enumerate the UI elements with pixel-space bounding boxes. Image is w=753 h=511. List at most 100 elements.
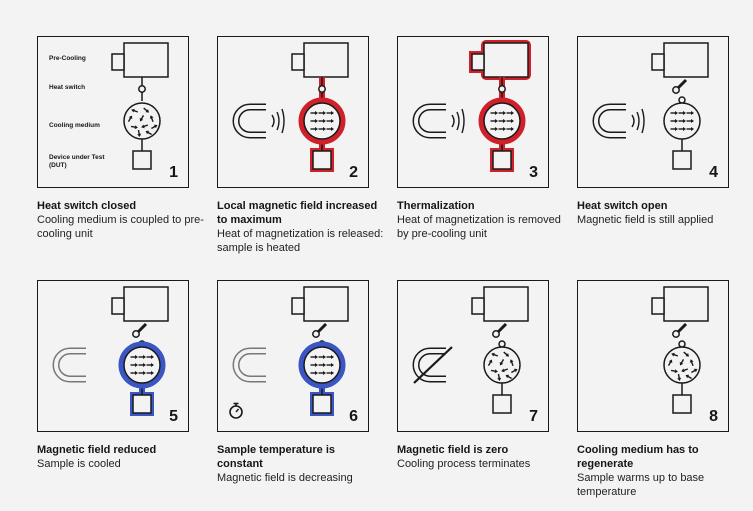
step-number: 7 (529, 408, 538, 425)
spin-arrow (138, 355, 146, 359)
caption-title: Heat switch closed (37, 200, 137, 212)
spin-arrow (686, 111, 694, 115)
spin-arrow (681, 368, 689, 373)
spin-arrow (501, 368, 509, 373)
pre-cooling-unit (111, 42, 169, 78)
label-dut-line2: (DUT) (49, 162, 67, 169)
heat-switch (672, 322, 688, 348)
spin-arrow (503, 351, 510, 357)
caption-title: Cooling medium has to regenerate (577, 444, 699, 470)
spin-arrow (498, 127, 506, 131)
label-dut: Device under Test (DUT) (49, 154, 105, 170)
spin-arrow (146, 371, 154, 375)
spin-arrow (146, 355, 154, 359)
spin-arrow (498, 119, 506, 123)
cooling-medium (298, 341, 346, 389)
device-under-test (492, 383, 512, 414)
step-number: 3 (529, 164, 538, 181)
spin-arrow (130, 125, 138, 130)
spin-arrow (670, 369, 678, 374)
spin-arrow (131, 108, 139, 113)
apparatus-diagram-5 (52, 286, 169, 416)
spin-arrow (677, 373, 682, 381)
caption-step-7: Magnetic field is zero Cooling process t… (397, 443, 567, 471)
caption-description: Sample is cooled (37, 458, 121, 470)
device-under-test (672, 139, 692, 170)
spin-arrow (490, 111, 498, 115)
spin-arrow (149, 115, 154, 123)
caption-description: Heat of magnetization is removed by pre-… (397, 214, 561, 240)
spin-arrow (326, 371, 334, 375)
spin-arrow (686, 119, 694, 123)
apparatus-diagram-1 (111, 42, 169, 170)
panel-step-7: 7 (397, 280, 549, 432)
device-under-test (672, 383, 692, 414)
caption-description: Cooling process terminates (397, 458, 531, 470)
spin-arrow (678, 111, 686, 115)
spin-arrow (310, 355, 318, 359)
spin-arrow (509, 359, 514, 367)
caption-title: Sample temperature is constant (217, 444, 335, 470)
spin-arrow (505, 374, 512, 380)
device-under-test (490, 139, 514, 172)
panel-step-4: 4 (577, 36, 729, 188)
magnet-icon (52, 347, 86, 383)
spin-arrow (506, 119, 514, 123)
spin-arrow (127, 115, 133, 122)
field-waves (631, 108, 645, 134)
caption-title: Local magnetic field increased to maximu… (217, 200, 378, 226)
apparatus-diagram-7 (412, 286, 529, 414)
spin-arrow (130, 371, 138, 375)
cooling-medium (118, 341, 166, 389)
caption-title: Heat switch open (577, 200, 668, 212)
spin-arrow (487, 359, 493, 366)
caption-description: Magnetic field is still applied (577, 214, 714, 226)
spin-arrow (326, 127, 334, 131)
spin-arrow (326, 119, 334, 123)
label-heat-switch: Heat switch (49, 84, 86, 91)
spin-arrow (678, 119, 686, 123)
caption-step-1: Heat switch closed Cooling medium is cou… (37, 199, 207, 241)
pre-cooling-unit (651, 42, 709, 78)
spin-arrow (318, 127, 326, 131)
heat-switch (138, 77, 146, 101)
spin-arrow (326, 355, 334, 359)
spin-arrow (506, 111, 514, 115)
spin-arrow (310, 371, 318, 375)
spin-arrow (326, 363, 334, 367)
magnet-icon (592, 103, 626, 139)
caption-title: Thermalization (397, 200, 475, 212)
spin-arrow (130, 363, 138, 367)
apparatus-diagram-6 (229, 286, 349, 419)
magnet-icon (232, 103, 266, 139)
spin-arrow (685, 374, 692, 380)
panel-step-3: 3 (397, 36, 549, 188)
spin-arrow (691, 368, 698, 374)
field-waves (451, 108, 465, 134)
panel-step-5: 5 (37, 280, 189, 432)
spin-arrow (491, 352, 499, 357)
spin-arrow (318, 119, 326, 123)
spin-arrow (670, 127, 678, 131)
cooling-medium (663, 346, 701, 384)
pre-cooling-unit (291, 42, 349, 78)
heat-switch (498, 77, 506, 101)
spin-arrow (490, 127, 498, 131)
caption-step-6: Sample temperature is constant Magnetic … (217, 443, 367, 485)
pre-cooling-unit (111, 286, 169, 322)
caption-step-3: Thermalization Heat of magnetization is … (397, 199, 567, 241)
heat-switch (672, 78, 688, 104)
magnet-icon (412, 346, 453, 384)
caption-description: Heat of magnetization is released: sampl… (217, 228, 384, 254)
spin-arrow (310, 363, 318, 367)
spin-arrow (678, 127, 686, 131)
spin-arrow (310, 119, 318, 123)
pre-cooling-unit (469, 40, 531, 80)
caption-description: Sample warms up to base temperature (577, 472, 705, 498)
spin-arrow (310, 111, 318, 115)
spin-arrow (151, 124, 158, 130)
caption-step-5: Magnetic field reduced Sample is cooled (37, 443, 207, 471)
spin-arrow (326, 111, 334, 115)
label-dut-line1: Device under Test (49, 154, 105, 161)
heat-switch (492, 322, 508, 348)
